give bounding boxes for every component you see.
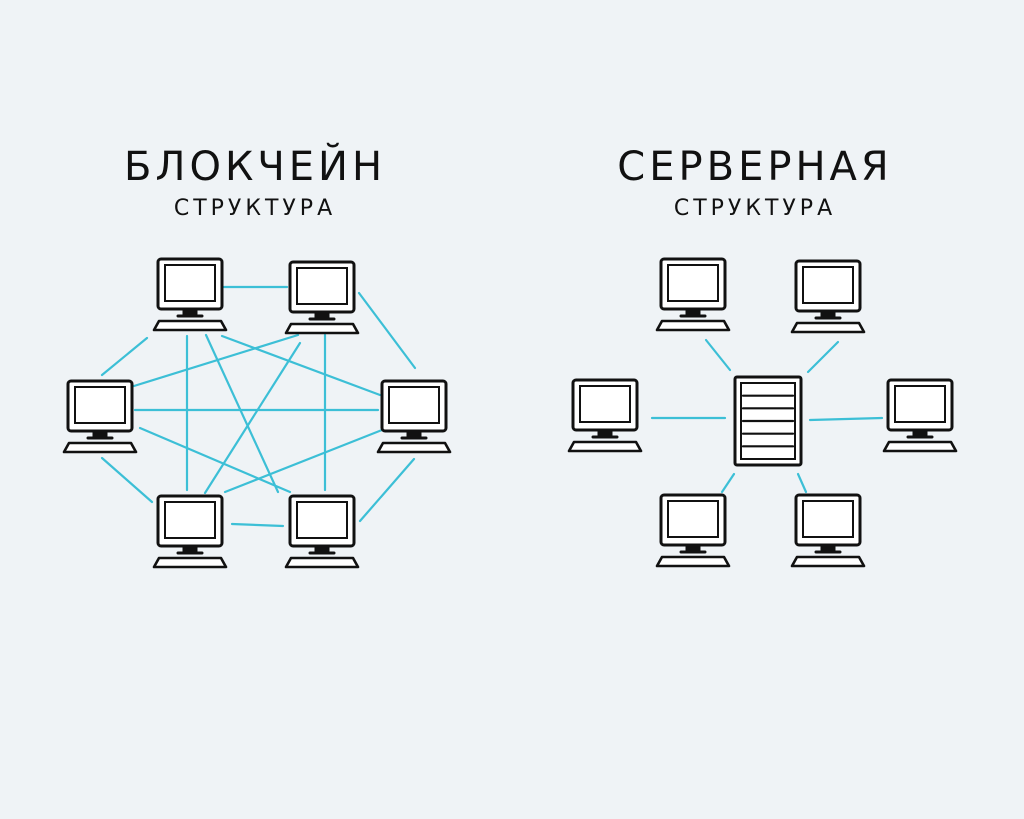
computer-icon <box>152 494 228 569</box>
computer-icon <box>655 257 731 332</box>
blockchain-link <box>358 457 416 523</box>
blockchain-link <box>204 333 280 494</box>
network-nodes <box>62 257 958 569</box>
blockchain-subtitle: СТРУКТУРА <box>173 196 337 221</box>
blockchain-link <box>357 291 417 370</box>
server-link <box>796 472 808 494</box>
blockchain-link <box>220 334 382 397</box>
computer-icon <box>655 493 731 568</box>
connection-lines <box>100 285 884 528</box>
blockchain-link <box>230 522 285 528</box>
blockchain-link <box>223 428 384 494</box>
computer-icon <box>790 259 866 334</box>
blockchain-link <box>100 456 154 504</box>
computer-icon <box>790 493 866 568</box>
server-link <box>704 338 732 372</box>
blockchain-link <box>138 426 292 494</box>
server-link <box>808 416 884 422</box>
computer-icon <box>284 494 360 569</box>
server-subtitle: СТРУКТУРА <box>673 196 837 221</box>
computer-icon <box>284 260 360 335</box>
server-link <box>806 340 840 374</box>
computer-icon <box>567 378 643 453</box>
blockchain-link <box>100 336 149 377</box>
blockchain-link <box>203 341 302 495</box>
computer-icon <box>152 257 228 332</box>
server-icon <box>733 375 803 467</box>
server-link <box>720 472 736 494</box>
computer-icon <box>376 379 452 454</box>
blockchain-title: БЛОКЧЕЙН <box>123 144 387 190</box>
computer-icon <box>882 378 958 453</box>
server-title: СЕРВЕРНАЯ <box>617 144 893 190</box>
blockchain-link <box>132 333 300 388</box>
computer-icon <box>62 379 138 454</box>
